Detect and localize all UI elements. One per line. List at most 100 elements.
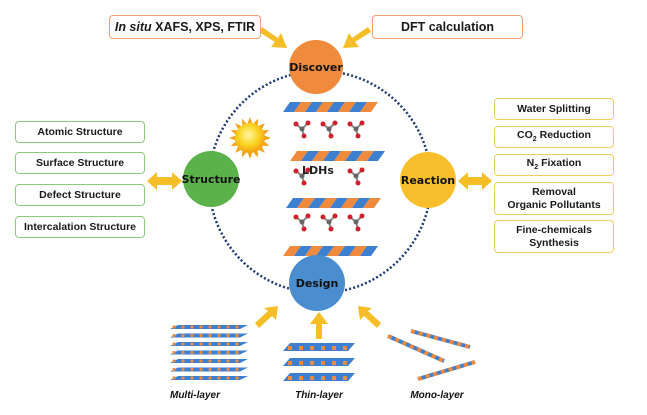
sun-ray	[230, 129, 238, 135]
multi-atom	[190, 367, 194, 372]
sun-ray	[262, 129, 270, 135]
reaction-item-label: N2 Fixation	[527, 157, 582, 172]
sheet-octahedron	[308, 198, 326, 208]
sun-ray	[247, 117, 253, 124]
structure-label: Structure	[181, 172, 241, 186]
multi-atom	[217, 342, 221, 346]
techniques-label: XAFS, XPS, FTIR	[151, 19, 256, 34]
thin-atom	[343, 346, 347, 350]
discover-label: Discover	[289, 60, 343, 74]
sun-ray	[253, 118, 259, 126]
multi-atom	[217, 367, 221, 372]
multi-atom	[199, 367, 203, 372]
sun-ray	[230, 141, 238, 147]
thin-atom	[310, 346, 314, 350]
sun-ray	[262, 141, 270, 147]
structure-item: Surface Structure	[15, 152, 145, 174]
multi-atom	[208, 333, 212, 338]
sheet-octahedron	[323, 151, 341, 161]
multi-atom	[217, 350, 221, 355]
interlayer-anions	[293, 120, 365, 232]
reaction-item-label: CO2 Reduction	[517, 129, 591, 144]
reaction-label: Reaction	[400, 173, 456, 187]
discover-node: Discover	[289, 40, 343, 94]
reaction-item-water-splitting: Water Splitting	[494, 98, 614, 120]
sheet-octahedron	[327, 102, 345, 112]
sheet-octahedron	[334, 151, 352, 161]
sheet-octahedron	[338, 102, 356, 112]
multi-atom	[199, 325, 203, 329]
dft-calculation-box: DFT calculation	[372, 15, 523, 39]
multi-atom	[190, 359, 194, 363]
sheet-octahedron	[316, 246, 334, 256]
thin-atom	[321, 361, 325, 365]
multi-atom	[172, 350, 176, 355]
structure-item-label: Atomic Structure	[37, 125, 123, 138]
multi-atom	[235, 333, 239, 338]
multi-atom	[172, 325, 176, 329]
thin-layer-caption: Thin-layer	[295, 390, 343, 401]
multi-atom	[181, 333, 185, 338]
n2-suffix: Fixation	[538, 157, 582, 170]
carbonate-molecule	[347, 213, 365, 232]
mono-sheet-stripe	[387, 334, 445, 363]
multi-atom	[190, 342, 194, 346]
co2-suffix: Reduction	[536, 129, 591, 142]
design-label: Design	[295, 276, 339, 290]
sun-ray	[229, 135, 236, 141]
sun-ray	[241, 150, 247, 158]
multi-atom	[181, 342, 185, 346]
sun-ray	[253, 150, 259, 158]
carbonate-molecule	[293, 213, 311, 232]
multi-atom	[226, 367, 230, 372]
multi-atom	[226, 359, 230, 363]
sheet-octahedron	[294, 246, 312, 256]
sheet-octahedron	[349, 246, 367, 256]
thin-layer-graphic	[283, 343, 355, 381]
multi-atom	[235, 376, 239, 380]
structure-item-label: Defect Structure	[39, 188, 121, 201]
mono-layer-graphic	[387, 329, 476, 381]
sun-ray	[258, 123, 265, 130]
sun-ray	[235, 146, 242, 153]
sheet-octahedron	[345, 151, 363, 161]
multi-atom	[172, 367, 176, 372]
insitu-label: In situ	[114, 19, 152, 34]
double-arrow-structure	[147, 172, 182, 190]
co2-subscript: 2	[532, 136, 537, 144]
thin-atom	[332, 346, 336, 350]
multi-atom	[172, 342, 176, 346]
sheet-octahedron	[319, 198, 337, 208]
multi-atom	[172, 333, 176, 338]
thin-atom	[310, 376, 314, 380]
sun-ray	[247, 152, 253, 159]
thin-atom	[332, 376, 336, 380]
structure-item-label: Surface Structure	[35, 156, 125, 169]
multi-atom	[172, 359, 176, 363]
mono-sheet-stripe	[410, 329, 471, 349]
sheet-octahedron	[356, 151, 374, 161]
multi-atom	[217, 359, 221, 363]
sheet-octahedron	[297, 198, 315, 208]
multi-layer-graphic	[170, 325, 248, 380]
ldhs-label: LDHs	[302, 164, 334, 177]
multi-atom	[208, 376, 212, 380]
sheet-octahedron	[283, 246, 301, 256]
arrow-multilayer-to-design	[255, 306, 278, 328]
structure-item: Intercalation Structure	[15, 216, 145, 238]
sheet-octahedron	[286, 198, 304, 208]
sheet-octahedron	[301, 151, 319, 161]
sun-ray	[258, 146, 265, 153]
reaction-item-fine-chemicals-synthesis: Fine-chemicals Synthesis	[494, 220, 614, 253]
thin-atom	[299, 361, 303, 365]
arrow-thinlayer-to-design	[310, 312, 328, 339]
structure-item: Atomic Structure	[15, 121, 145, 143]
multi-atom	[181, 376, 185, 380]
sun-ray	[235, 123, 242, 130]
reaction-item-n2-fixation: N2 Fixation	[494, 154, 614, 176]
multi-atom	[181, 359, 185, 363]
multi-atom	[208, 325, 212, 329]
carbonate-molecule	[293, 120, 311, 139]
carbonate-molecule	[347, 120, 365, 139]
multi-atom	[226, 325, 230, 329]
